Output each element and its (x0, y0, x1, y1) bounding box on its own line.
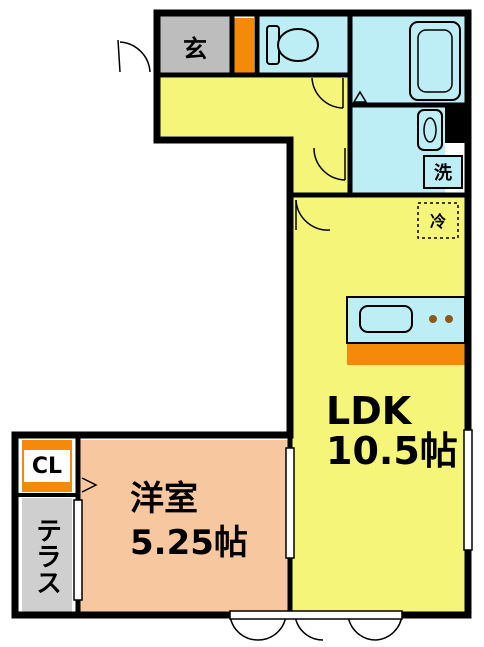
burner-icon (445, 315, 453, 323)
western-room-name: 洋室 (130, 479, 198, 519)
sink-icon (359, 305, 413, 333)
western-room-size: 5.25帖 (130, 523, 248, 563)
basin-bowl (423, 117, 437, 143)
pipe-shaft (445, 105, 465, 143)
terrace-fill (22, 498, 72, 614)
ldk-room-size: 10.5帖 (326, 429, 458, 473)
bathtub-inner (417, 29, 453, 93)
closet-label: CL (24, 450, 70, 482)
fridge-space (417, 202, 459, 239)
washer-box (423, 155, 463, 189)
ldk-fill (290, 196, 465, 614)
toilet-icon (277, 28, 319, 62)
ldk-room-name: LDK (326, 389, 412, 433)
kitchen-counter-accent (347, 343, 465, 365)
shoe-cabinet (234, 18, 254, 73)
entrance-label: 玄 (183, 34, 207, 63)
washer-label: 洗 (434, 163, 452, 184)
terrace-label: テラス (31, 517, 62, 595)
burner-icon (429, 315, 437, 323)
fridge-label: 冷 (429, 212, 446, 231)
western-room-fill (80, 440, 290, 614)
entrance-fill (160, 15, 232, 73)
hallway-fill (160, 78, 350, 136)
windows (73, 429, 473, 620)
